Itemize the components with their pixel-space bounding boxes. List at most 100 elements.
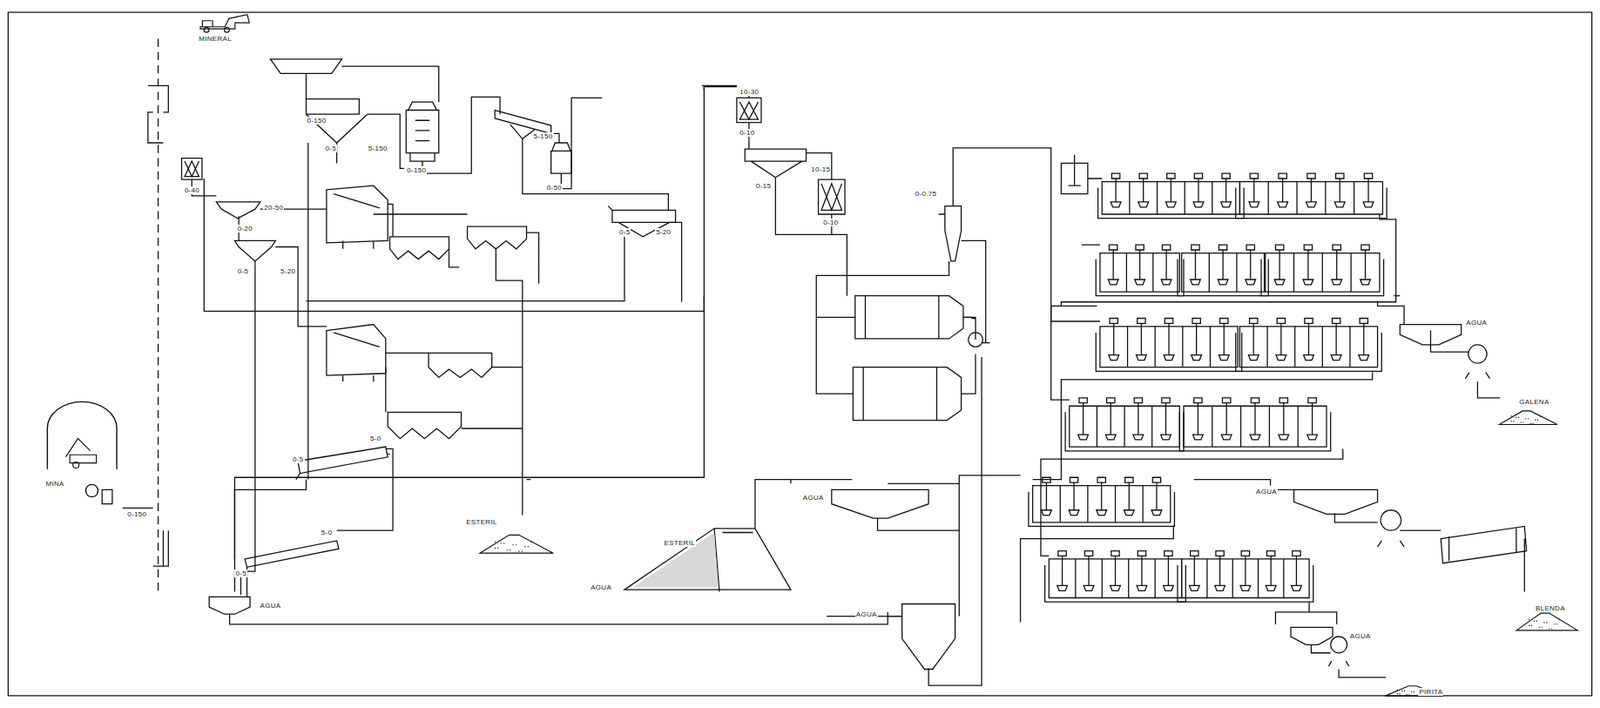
flotation-cell [1161,398,1172,440]
thickener [1294,489,1378,514]
cell-divider [1101,559,1103,599]
size-range: 0-50 [546,183,563,192]
cell-divider [1211,405,1213,447]
flotation-cell [1151,477,1162,515]
page-border [7,12,1592,696]
cell-divider [1266,326,1268,368]
stream-label: ESTERIL [663,539,696,547]
ore-truck: MINERAL [194,10,266,46]
flotation-cell [1057,551,1068,592]
node-label: GALENA [1518,398,1550,406]
size-range: 0-15 [755,182,772,190]
cell-divider [1209,326,1211,368]
pile-symbol [465,510,563,556]
ball-mill [843,296,973,339]
cell-divider [1152,253,1154,293]
flotation-cell [1275,317,1287,360]
flotation-cell [1306,173,1317,208]
classifier-cone [216,202,260,219]
size-range: 10-15 [810,165,831,174]
size-range: 5-0 [320,528,333,537]
pipe-line [1334,330,1525,593]
flotation-cell [1083,551,1094,592]
flotation-cell [1265,551,1276,592]
cell-divider [1350,253,1351,293]
froth-launder [1095,259,1184,297]
flotation-cell [1138,173,1149,208]
pile-symbol [1487,391,1566,427]
thickener [831,489,929,519]
pipe-line [1020,244,1310,625]
skip-hoist [148,85,169,143]
flotation-cell [1105,398,1116,440]
froth-launder [1261,259,1384,297]
flotation-cell [1161,244,1172,285]
cell-divider [1151,405,1153,447]
cell-divider [1324,182,1326,215]
product-pile: ESTERIL [465,510,563,556]
froth-launder [1177,259,1269,297]
size-range: 5-0 [369,434,382,443]
gyratory-crusher [405,101,439,162]
cell-divider [1206,559,1208,599]
froth-launder [1235,188,1387,219]
flotation-cell [1363,173,1374,208]
cell-divider [1353,182,1355,215]
froth-launder [1098,188,1245,219]
flotation-cell [1278,398,1290,440]
cell-divider [1096,405,1098,447]
cone-crusher [818,179,845,215]
size-range: 0-150 [305,116,327,125]
pipe-line [191,179,327,595]
jaw-crusher [182,158,203,181]
cell-divider [1141,486,1143,523]
flotation-cell [1096,477,1108,515]
product-pile: PIRITA [1373,671,1452,698]
flotation-cell [1133,398,1144,440]
jig [467,226,527,250]
flotation-cell [1291,551,1303,592]
flotation-cell [1303,317,1315,360]
flotation-cell [1108,317,1120,360]
size-range: 0-150 [126,510,148,519]
flotation-cell [1307,398,1318,440]
flotation-cell [1163,551,1175,592]
flotation-cell [1107,244,1119,285]
cell-divider [1059,486,1061,523]
pipe-line [1032,301,1405,557]
flotation-cell [1240,551,1251,592]
cell-divider [1208,253,1210,293]
size-range: 0-5 [618,228,631,237]
cell-divider [1322,326,1324,368]
stream-label: AGUA [1349,632,1372,641]
flotation-bank [1069,405,1181,447]
cell-divider [1154,559,1156,599]
ball-mill [840,367,970,421]
cell-divider [1297,405,1299,447]
tailings-fill [632,533,718,588]
flotation-cell [1302,244,1314,285]
flotation-bank [1265,253,1380,293]
size-range: 5-20 [654,228,672,237]
pipe-line [234,142,337,592]
pipe-line [373,203,540,515]
cell-divider [1268,182,1270,215]
thickener [209,596,250,615]
froth-launder [1177,565,1314,602]
tailings-dam [624,528,791,593]
stream-label: AGUA [802,493,825,502]
flotation-cell [1163,317,1175,360]
flotation-cell [1217,244,1229,285]
cell-divider [1114,486,1116,523]
spiral-classifier [244,540,339,568]
size-range: 0-20 [236,224,254,233]
screen [305,99,367,143]
froth-launder [1095,332,1243,372]
flotation-cell [1248,173,1260,208]
node-label: MINERAL [197,34,233,43]
cell-divider [1156,182,1158,215]
pipe-line [522,97,669,210]
conditioner-tank [1060,155,1087,195]
size-range: 0-5 [236,267,250,276]
size-range: 20-50 [263,203,284,212]
